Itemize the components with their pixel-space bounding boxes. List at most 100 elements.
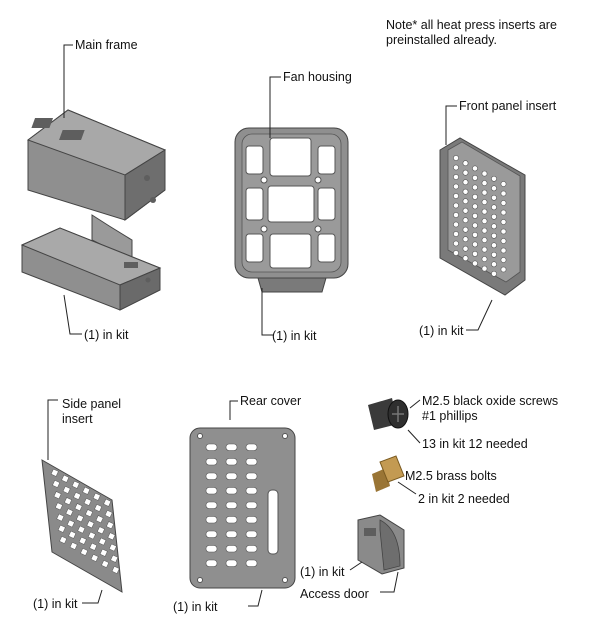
front-panel-hole [481,246,488,253]
side-panel-hole [64,497,73,506]
side-panel-hole [56,513,65,522]
side-panel-hole [59,535,68,544]
screws-label: M2.5 black oxide screws #1 phillips [422,394,559,423]
side-panel-hole [94,503,103,512]
front-panel-hole [491,232,497,239]
front-panel-hole [462,226,469,233]
front-panel-hole [481,237,488,243]
front-panel-hole [481,170,488,177]
rear-cover-label: Rear cover [240,394,302,408]
front-panel-hole [462,255,469,262]
front-panel-hole [500,228,507,235]
screw-part [368,398,409,430]
front-panel-hole [462,188,469,195]
side-panel-hole [77,525,86,534]
rear-cover-slot [245,487,258,495]
side-panel-hole [107,532,116,541]
front-panel-hole [453,164,459,171]
main-frame-label: Main frame [75,38,138,52]
side-panel-hole [52,479,61,488]
front-panel-hole [481,227,488,234]
rear-cover-slot [245,501,258,509]
side-panel-hole [65,508,74,517]
rear-cover-slot [245,472,258,480]
side-panel-hole [106,521,115,530]
front-panel-hole [462,160,469,167]
side-panel-hole [95,515,104,524]
rear-cover-slot [245,559,258,567]
front-panel-hole [491,261,497,268]
note-text: Note* all heat press inserts are preinst… [386,18,557,47]
rear-cover-qty: (1) in kit [173,600,218,614]
rear-cover-slot [205,501,218,509]
rear-cover-slot [245,458,258,466]
rear-cover-slot [225,487,238,495]
side-panel-hole [103,498,112,507]
front-panel-hole [491,204,497,211]
side-panel-insert-qty: (1) in kit [33,597,78,611]
side-panel-hole [82,486,91,495]
front-panel-hole [472,222,478,229]
front-panel-hole [462,207,469,214]
side-panel-hole [108,543,117,552]
front-panel-hole [500,181,507,187]
rear-cover-slot [225,516,238,524]
rear-cover-slot [225,472,238,480]
rear-cover-slot [205,559,218,567]
front-panel-hole [500,257,507,263]
side-panel-hole [104,509,113,518]
front-panel-hole [453,155,459,161]
side-panel-hole [96,526,105,535]
access-door-label: Access door [300,587,369,601]
front-panel-hole [472,193,478,200]
access-door-qty: (1) in kit [300,565,345,579]
front-panel-hole [453,212,459,218]
side-panel-hole [73,491,82,500]
side-panel-hole [89,542,98,551]
side-panel-hole [69,541,78,550]
side-panel-hole [111,565,120,574]
front-panel-hole [491,175,497,182]
side-panel-hole [86,520,95,529]
side-panel-hole [87,531,96,540]
side-panel-hole [57,524,66,533]
front-panel-hole [500,200,507,206]
rear-cover-slot [245,545,258,553]
rear-cover-slot [205,458,218,466]
front-panel-hole [453,221,459,228]
front-panel-hole [481,265,488,272]
bolts-qty: 2 in kit 2 needed [418,492,510,506]
front-panel-insert-qty: (1) in kit [419,324,464,338]
front-panel-hole [472,241,478,248]
side-panel-hole [66,519,75,528]
rear-cover-slot [245,443,258,451]
side-panel-hole [61,474,70,483]
rear-cover-slot [205,487,218,495]
rear-cover-slot [225,559,238,567]
brass-bolt-part [372,455,405,492]
front-panel-hole [472,174,478,181]
front-panel-hole [462,245,469,252]
front-panel-hole [491,242,497,249]
front-panel-hole [472,231,478,238]
side-panel-hole [110,554,119,563]
front-panel-hole [481,218,488,224]
side-panel-hole [99,548,108,557]
front-panel-hole [453,183,459,190]
side-panel-hole [85,509,94,518]
front-panel-hole [491,213,497,220]
rear-cover-slot [225,443,238,451]
front-panel-hole [491,270,497,277]
rear-cover-slot [225,530,238,538]
front-panel-hole [491,185,497,192]
rear-cover-slot [225,545,238,553]
access-door-part [357,514,405,575]
fan-housing-part [234,127,349,293]
front-panel-hole [462,169,469,176]
front-panel-hole [500,266,507,273]
fan-housing-qty: (1) in kit [272,329,317,343]
main-frame-part [20,109,167,311]
front-panel-hole [491,194,497,201]
side-panel-hole [74,503,83,512]
